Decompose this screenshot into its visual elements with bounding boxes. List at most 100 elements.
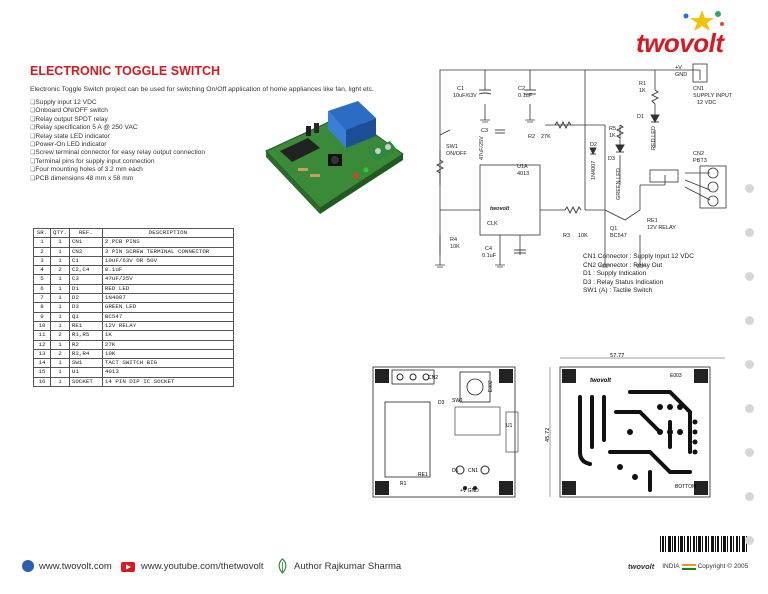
label-r3-value: 10K — [578, 233, 588, 239]
bom-cell-ref: CN1 — [68, 237, 103, 248]
bom-cell-qty: 1 — [50, 311, 70, 322]
board-photo — [265, 101, 404, 214]
footer-youtube[interactable]: www.youtube.com/thetwovolt — [120, 558, 264, 574]
page-dot — [745, 404, 754, 413]
bom-cell-sr: 5 — [33, 274, 51, 285]
bom-cell-ref: D2 — [68, 293, 103, 304]
bom-cell-qty: 1 — [50, 302, 70, 313]
bom-cell-ref: Q1 — [68, 311, 103, 322]
feature-item: Onboard ON/OFF switch — [30, 107, 260, 115]
label-re1: RE1 — [647, 218, 658, 224]
bom-cell-sr: 10 — [33, 320, 51, 332]
label-clk: CLK — [487, 221, 498, 227]
bom-cell-sr: 7 — [33, 293, 51, 304]
bom-cell-description: 27K — [101, 339, 234, 350]
silk-r1: R1 — [400, 481, 407, 487]
feature-item: PCB dimensions 48 mm x 58 mm — [30, 175, 260, 183]
logo-text: twovolt — [636, 28, 724, 58]
bom-cell-qty: 2 — [50, 265, 70, 276]
schematic-wires — [439, 69, 711, 265]
pcb-copper-board: twovolt E003 BOTTOM — [559, 366, 711, 498]
logo-star-icon — [683, 10, 724, 31]
silk-cn2: CN2 — [428, 375, 438, 381]
ground-symbols — [435, 119, 645, 268]
bom-cell-ref: C1 — [68, 255, 103, 267]
bom-header-qty: QTY. — [50, 227, 70, 239]
page-dot — [745, 316, 754, 325]
feature-item: Relay specification 5 A @ 250 VAC — [30, 124, 260, 132]
bom-cell-description: 47uF/25V — [101, 274, 234, 285]
bom-cell-sr: 2 — [33, 246, 51, 257]
website-link[interactable]: www.twovolt.com — [39, 560, 112, 572]
footer-website[interactable]: www.twovolt.com — [22, 558, 112, 574]
bom-cell-ref: D1 — [68, 283, 103, 295]
label-gnd: GND — [675, 72, 687, 78]
bom-cell-qty: 1 — [50, 358, 70, 369]
page-dot — [745, 448, 754, 457]
label-vplus: +V — [675, 65, 682, 71]
bom-cell-ref: SOCKET — [68, 376, 103, 388]
bom-cell-sr: 14 — [33, 358, 51, 369]
bom-header-ref: REF. — [68, 227, 103, 239]
bom-cell-qty: 1 — [50, 339, 70, 350]
youtube-link[interactable]: www.youtube.com/thetwovolt — [141, 560, 264, 572]
bom-cell-qty: 1 — [50, 293, 70, 304]
silk-e002: E002 — [488, 380, 494, 392]
label-r1: R1 — [639, 81, 646, 87]
intro-text: Electronic Toggle Switch project can be … — [30, 86, 374, 93]
bom-cell-ref: D3 — [68, 302, 103, 313]
connector-note: D1 : Supply Indication — [583, 270, 647, 278]
label-d2-value: 1N4007 — [591, 161, 597, 180]
label-c4: C4 — [485, 246, 492, 252]
bom-cell-ref: R1,R5 — [68, 330, 103, 341]
bom-cell-sr: 12 — [33, 339, 51, 350]
label-r1-value: 1K — [639, 88, 646, 94]
label-u1a-value: 4013 — [517, 171, 529, 177]
bom-cell-sr: 1 — [33, 237, 51, 248]
bom-cell-qty: 1 — [50, 246, 70, 257]
bom-cell-description: 2 PCB PINS — [101, 237, 234, 248]
feature-item: Screw terminal connector for easy relay … — [30, 149, 260, 157]
label-q1-value: BC547 — [610, 233, 627, 239]
silk-u1: U1 — [506, 423, 513, 429]
label-u1a: U1A — [517, 164, 528, 170]
label-r5-value: 1K — [609, 133, 616, 139]
bom-cell-sr: 15 — [33, 367, 51, 378]
footer-author: Author Rajkumar Sharma — [276, 558, 401, 574]
label-d1: D1 — [637, 114, 644, 120]
page-dot — [745, 228, 754, 237]
label-c2-value: 0.1uF — [518, 93, 533, 99]
bom-cell-description: 0.1uF — [101, 265, 234, 276]
feature-item: Relay output SPDT relay — [30, 116, 260, 124]
silk-vgnd: +V GND — [460, 488, 479, 494]
feature-item: Four mounting holes of 3.2 mm each — [30, 166, 260, 174]
bom-cell-description: 4013 — [101, 367, 234, 378]
page-dot — [745, 272, 754, 281]
bom-cell-description: GREEN LED — [101, 302, 234, 313]
pcb-layouts: CN2 SW1 E002 RE1 R1 U1 D1 D3 CN1 +V GND … — [372, 353, 725, 498]
label-cn2-value: PBT3 — [693, 158, 707, 164]
bom-cell-description: 1K — [101, 330, 234, 341]
feature-item: Power-On LED indicator — [30, 141, 260, 149]
label-r4-value: 10K — [450, 244, 460, 250]
twovolt-logo: twovolt — [628, 8, 758, 58]
label-schematic-brand: twovolt — [490, 206, 510, 212]
globe-icon — [22, 560, 34, 572]
page-title: ELECTRONIC TOGGLE SWITCH — [30, 64, 221, 78]
label-r4: R4 — [450, 237, 457, 243]
label-re1-value: 12V RELAY — [647, 225, 676, 231]
india-flag-icon — [681, 563, 696, 570]
silk-sw1: SW1 — [452, 398, 463, 404]
